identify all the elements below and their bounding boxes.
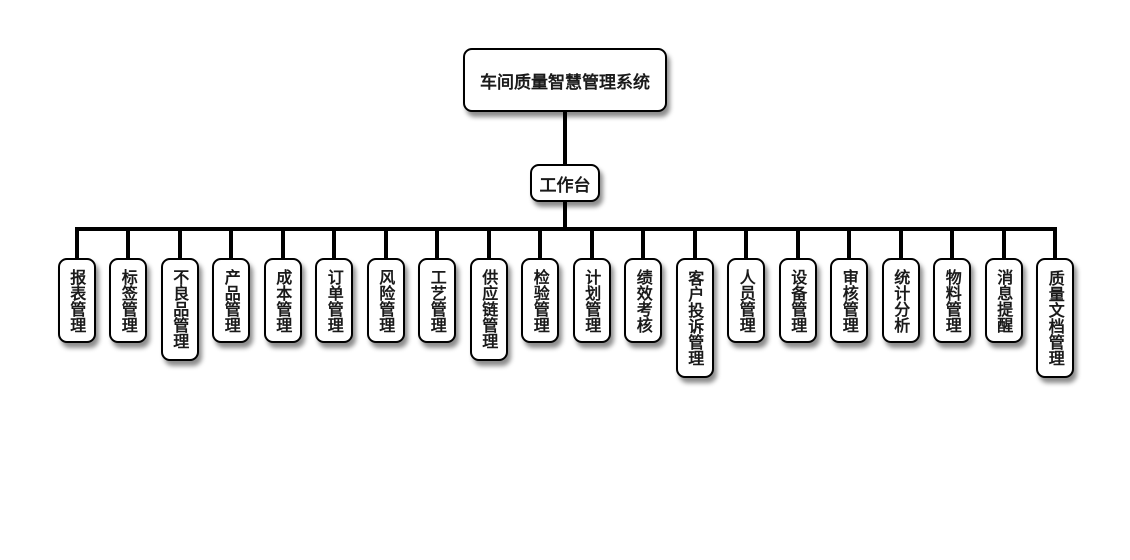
module-node[interactable]: 报表管理	[57, 258, 96, 343]
module-label: 产品管理	[221, 268, 241, 333]
root-node[interactable]: 车间质量智慧管理系统	[463, 48, 667, 112]
module-label: 设备管理	[788, 268, 808, 333]
connector-drop	[898, 229, 903, 259]
connector-drop	[589, 229, 594, 259]
module-node[interactable]: 统计分析	[881, 258, 920, 343]
module-node[interactable]: 风险管理	[366, 258, 405, 343]
horizontal-bus	[75, 227, 1057, 231]
module-label: 消息提醒	[994, 268, 1014, 333]
module-label: 不良品管理	[170, 269, 190, 350]
module-node[interactable]: 不良品管理	[160, 258, 199, 361]
connector-drop	[1001, 229, 1006, 259]
module-node[interactable]: 订单管理	[315, 258, 353, 343]
module-label: 人员管理	[736, 268, 756, 333]
connector-drop	[177, 229, 182, 259]
hub-node-workbench[interactable]: 工作台	[530, 164, 600, 202]
connector-drop	[795, 229, 800, 259]
connector-drop	[641, 229, 645, 259]
connector-hub-bus	[563, 202, 567, 230]
module-node[interactable]: 质量文档管理	[1036, 258, 1074, 378]
module-node[interactable]: 审核管理	[830, 258, 868, 343]
module-label: 客户投诉管理	[685, 270, 705, 366]
module-label: 检验管理	[530, 268, 550, 333]
module-label: 审核管理	[839, 268, 859, 333]
connector-drop	[280, 229, 285, 259]
module-label: 成本管理	[273, 268, 293, 333]
module-node[interactable]: 工艺管理	[418, 258, 456, 343]
connector-drop	[126, 229, 130, 259]
module-node[interactable]: 消息提醒	[984, 258, 1023, 343]
connector-drop	[332, 229, 336, 259]
module-node[interactable]: 供应链管理	[469, 258, 508, 361]
module-node[interactable]: 物料管理	[933, 258, 971, 343]
connector-drop	[383, 229, 388, 259]
connector-drop	[1053, 229, 1057, 259]
module-label: 质量文档管理	[1045, 270, 1065, 366]
module-label: 工艺管理	[427, 268, 447, 333]
connector-root-hub	[563, 112, 567, 164]
connector-drop	[486, 229, 491, 259]
module-node[interactable]: 客户投诉管理	[675, 258, 714, 378]
module-label: 供应链管理	[479, 269, 499, 350]
module-node[interactable]: 标签管理	[109, 258, 147, 343]
module-node[interactable]: 计划管理	[572, 258, 611, 343]
connector-drop	[538, 229, 542, 259]
connector-drop	[950, 229, 954, 259]
module-node[interactable]: 绩效考核	[624, 258, 662, 343]
root-label: 车间质量智慧管理系统	[480, 72, 650, 93]
module-node[interactable]: 产品管理	[212, 258, 250, 343]
connector-drop	[229, 229, 233, 259]
connector-drop	[847, 229, 851, 259]
module-label: 计划管理	[582, 268, 602, 333]
module-node[interactable]: 设备管理	[778, 258, 817, 343]
module-label: 风险管理	[376, 268, 396, 333]
module-label: 统计分析	[891, 268, 911, 333]
module-label: 物料管理	[942, 268, 962, 333]
connector-drop	[692, 229, 697, 259]
module-node[interactable]: 成本管理	[263, 258, 302, 343]
module-node[interactable]: 检验管理	[521, 258, 559, 343]
module-label: 标签管理	[118, 268, 138, 333]
module-node[interactable]: 人员管理	[727, 258, 765, 343]
module-label: 绩效考核	[633, 268, 653, 333]
hub-label: 工作台	[539, 175, 591, 196]
connector-drop	[435, 229, 439, 259]
connector-drop	[74, 229, 79, 259]
connector-drop	[744, 229, 748, 259]
module-label: 报表管理	[67, 268, 87, 333]
module-label: 订单管理	[324, 268, 344, 333]
